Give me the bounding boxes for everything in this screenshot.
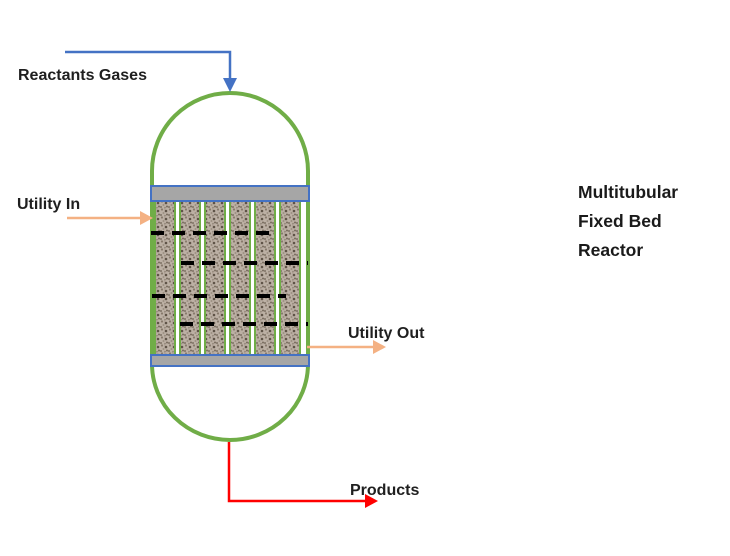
utility-out-label: Utility Out <box>348 325 425 342</box>
utility-in-label: Utility In <box>17 196 80 213</box>
reactants-inlet-line <box>65 50 232 79</box>
products-outlet-line <box>227 442 366 503</box>
products-outlet-arrow <box>227 442 378 508</box>
catalyst-tube <box>229 194 251 362</box>
catalyst-tube <box>179 194 201 362</box>
utility-in-arrowhead-icon <box>140 211 153 225</box>
catalyst-tube <box>204 194 226 362</box>
reactants-inlet-arrow <box>65 50 237 92</box>
products-arrowhead-icon <box>365 494 378 508</box>
diagram-title-line: Multitubular <box>578 182 678 202</box>
utility-out-arrow <box>307 340 386 354</box>
catalyst-tube <box>279 194 301 362</box>
top-tubesheet <box>150 185 310 202</box>
diagram-title: Multitubular Fixed Bed Reactor <box>578 182 678 260</box>
utility-in-arrow <box>67 211 153 225</box>
diagram-title-line: Fixed Bed <box>578 211 662 231</box>
reactants-gases-label: Reactants Gases <box>18 67 147 84</box>
reactants-arrowhead-icon <box>223 78 237 92</box>
catalyst-tube <box>254 194 276 362</box>
baffle-group <box>151 231 308 326</box>
diagram-title-line: Reactor <box>578 240 643 260</box>
catalyst-tube <box>154 194 176 362</box>
utility-out-arrowhead-icon <box>373 340 386 354</box>
bottom-tubesheet <box>150 354 310 367</box>
products-label: Products <box>350 482 419 499</box>
